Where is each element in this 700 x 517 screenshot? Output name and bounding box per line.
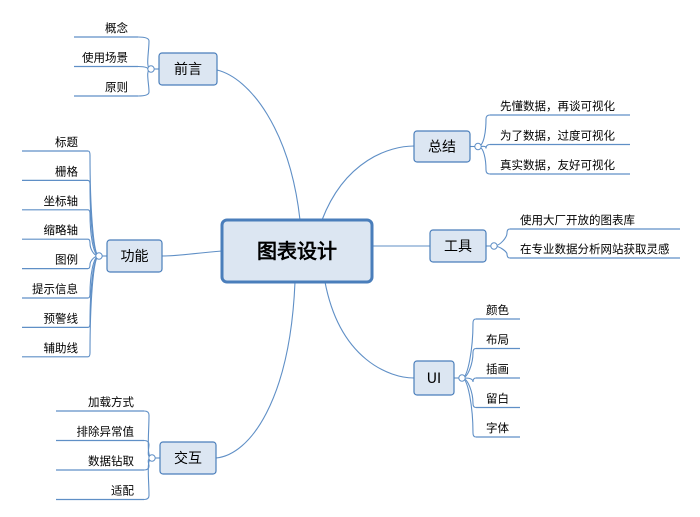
collapse-dot-tools[interactable]: [490, 242, 498, 250]
leaf-label-features-4[interactable]: 图例: [55, 253, 78, 267]
leaf-label-summary-1[interactable]: 为了数据，过度可视化: [500, 129, 615, 143]
branch-connector-interaction: [215, 281, 296, 459]
leaf-connector: [461, 377, 477, 409]
leaf-label-interaction-1[interactable]: 排除异常值: [77, 425, 135, 439]
leaf-connector: [87, 150, 100, 257]
branch-connector-summary: [321, 145, 415, 221]
leaf-connector: [137, 36, 152, 70]
topic-node-ui[interactable]: [413, 360, 455, 396]
leaf-connector: [461, 347, 477, 379]
leaf-label-features-2[interactable]: 坐标轴: [44, 194, 79, 208]
branch-connector-ui: [324, 281, 415, 379]
collapse-dot-summary[interactable]: [474, 142, 482, 151]
leaf-label-interaction-3[interactable]: 适配: [111, 484, 134, 498]
leaf-lists: 概念使用场景原则标题栅格坐标轴缩略轴图例提示信息预警线辅助线加载方式排除异常值数…: [22, 21, 680, 501]
leaf-label-features-3[interactable]: 缩略轴: [44, 223, 79, 237]
leaf-connector: [477, 143, 491, 149]
leaf-label-interaction-0[interactable]: 加载方式: [88, 395, 134, 409]
leaf-connector: [493, 228, 511, 247]
topic-label-tools: 工具: [444, 239, 472, 255]
leaf-label-preface-0[interactable]: 概念: [105, 21, 128, 35]
leaf-connector: [137, 68, 152, 97]
topic-label-preface: 前言: [174, 61, 202, 78]
leaf-label-features-0[interactable]: 标题: [55, 135, 78, 149]
topic-label-features: 功能: [121, 249, 149, 265]
leaf-connector: [87, 255, 100, 299]
leaf-connector: [143, 439, 153, 459]
leaf-label-ui-4[interactable]: 字体: [486, 421, 509, 435]
topic-label-summary: 总结: [428, 140, 456, 156]
leaf-connector: [461, 377, 477, 438]
collapse-dot-features[interactable]: [95, 252, 103, 260]
topic-node-preface[interactable]: [158, 52, 218, 86]
leaf-label-ui-3[interactable]: 留白: [486, 392, 509, 406]
leaf-label-ui-2[interactable]: 插画: [486, 362, 509, 376]
branch-connector-features: [161, 250, 223, 257]
collapse-dot-ui[interactable]: [458, 374, 466, 382]
topic-node-features[interactable]: [106, 239, 163, 273]
leaf-connector: [87, 209, 100, 257]
leaf-label-interaction-2[interactable]: 数据钻取: [88, 454, 134, 468]
leaf-connector: [143, 457, 153, 501]
leaf-connector: [477, 145, 491, 175]
leaf-connector: [87, 255, 100, 270]
topic-label-interaction: 交互: [174, 450, 202, 467]
leaf-label-features-6[interactable]: 预警线: [44, 311, 79, 325]
branch-connector-preface: [216, 69, 301, 221]
leaf-label-summary-2[interactable]: 真实数据，友好可视化: [500, 158, 615, 172]
leaf-label-ui-1[interactable]: 布局: [486, 333, 509, 347]
leaf-connector: [477, 114, 491, 148]
collapse-dot-interaction[interactable]: [148, 454, 156, 462]
leaf-label-features-1[interactable]: 栅格: [55, 164, 78, 178]
topic-node-summary[interactable]: [413, 130, 471, 163]
leaf-connector: [493, 245, 511, 259]
leaf-label-preface-1[interactable]: 使用场景: [82, 51, 128, 65]
topic-label-ui: UI: [427, 371, 441, 387]
leaf-label-tools-1[interactable]: 在专业数据分析网站获取灵感: [520, 242, 670, 256]
topic-node-tools[interactable]: [429, 229, 487, 263]
leaf-connector: [461, 318, 477, 379]
leaf-connector: [87, 255, 100, 358]
leaf-label-summary-0[interactable]: 先懂数据，再谈可视化: [500, 99, 615, 113]
central-topic-label: 图表设计: [257, 239, 337, 263]
topic-node-interaction[interactable]: [159, 441, 217, 475]
leaf-connector: [87, 179, 100, 257]
leaf-label-features-5[interactable]: 提示信息: [32, 282, 78, 296]
leaf-connector: [87, 238, 100, 257]
leaf-label-features-7[interactable]: 辅助线: [44, 341, 79, 355]
central-topic-node[interactable]: [220, 218, 374, 284]
collapse-dot-preface[interactable]: [147, 65, 155, 73]
leaf-connector: [461, 377, 477, 383]
leaf-label-tools-0[interactable]: 使用大厂开放的图表库: [520, 213, 635, 227]
leaf-label-preface-2[interactable]: 原则: [105, 80, 128, 94]
leaf-label-ui-0[interactable]: 颜色: [486, 303, 509, 317]
